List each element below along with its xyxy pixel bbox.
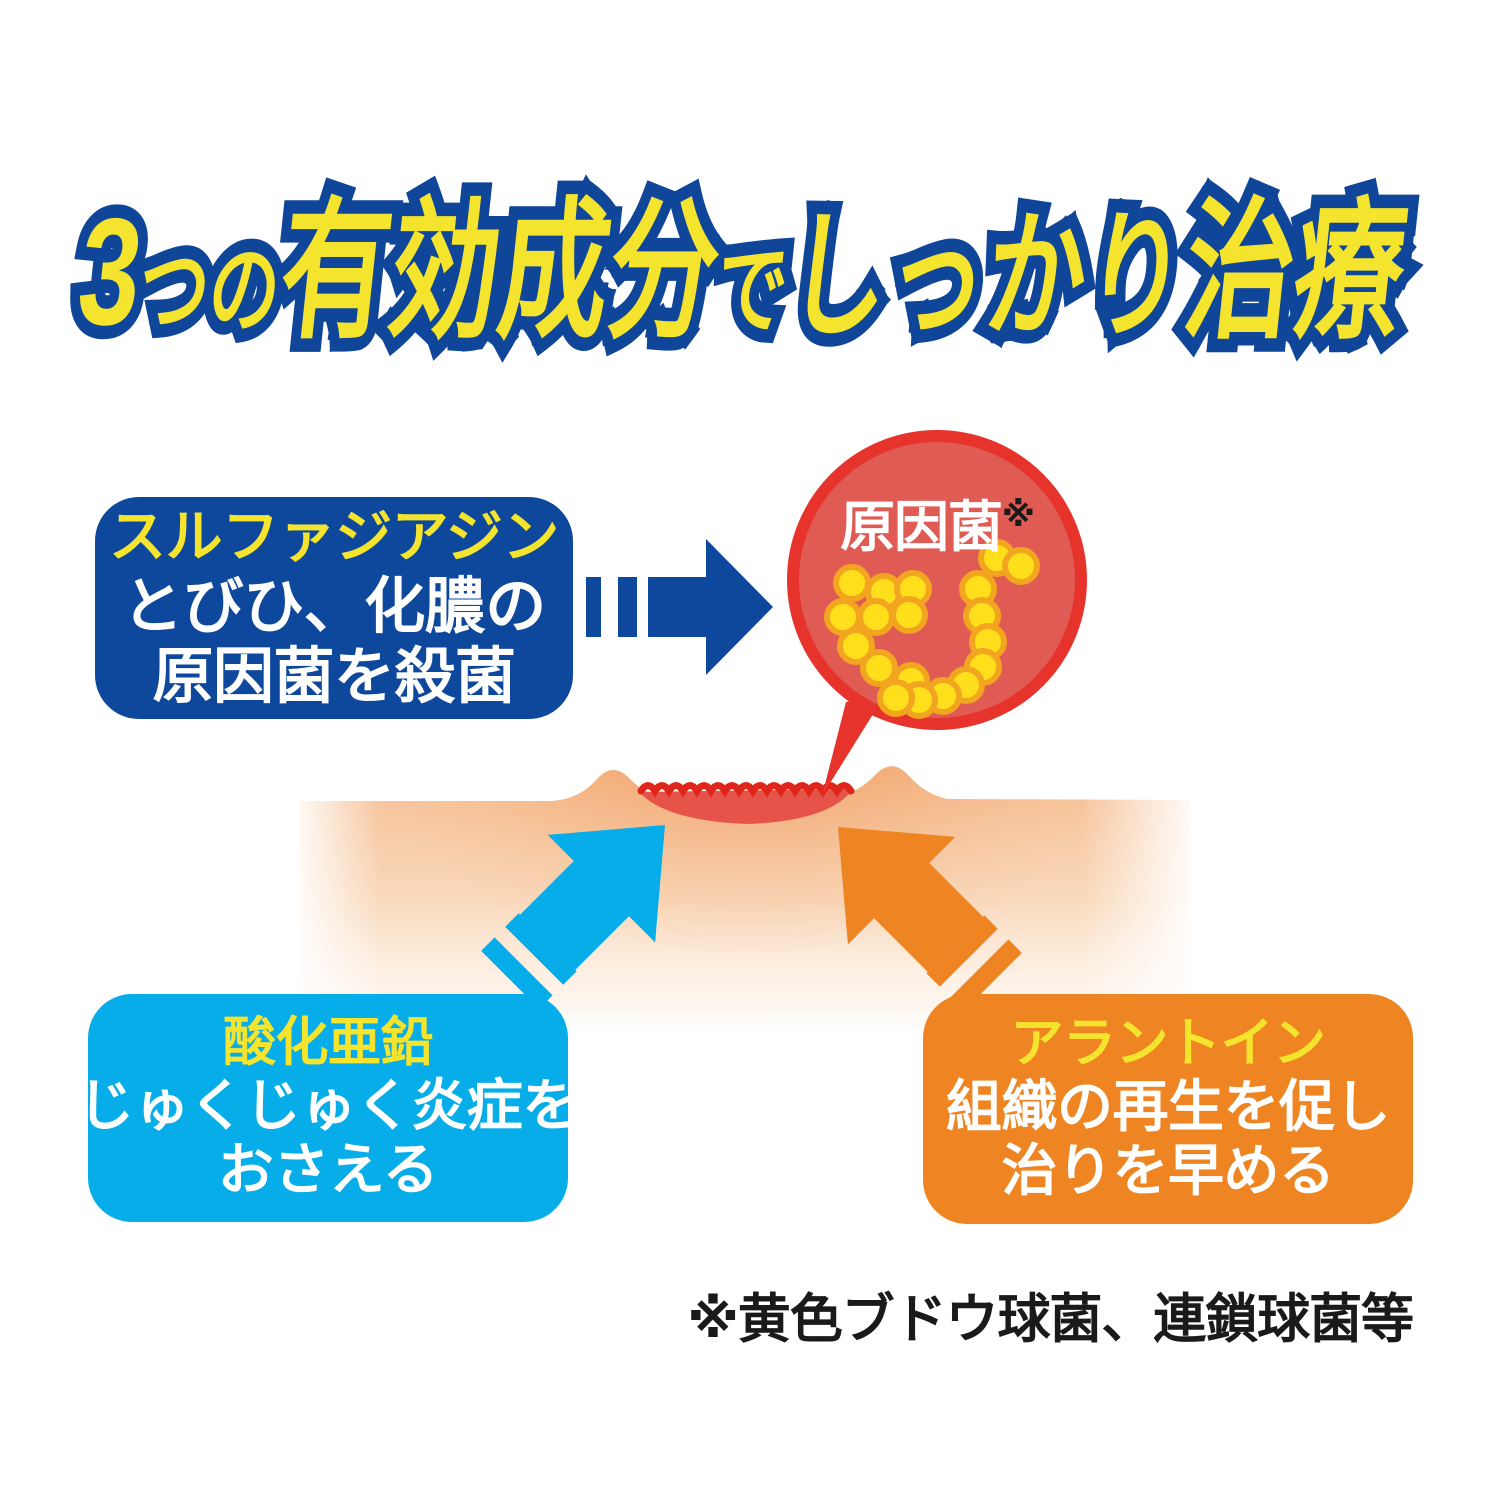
ingredient-desc-line: 治りを早める <box>1001 1139 1335 1203</box>
title-segment: で <box>710 235 793 345</box>
ingredient-card-zinc-oxide: 酸化亜鉛 じゅくじゅく炎症を おさえる <box>78 994 578 1222</box>
page-title: 3つの有効成分でしっかり治療 3つの有効成分でしっかり治療 <box>60 176 1425 369</box>
ingredient-card-sulfadiazine: スルファジアジン とびひ、化膿の 原因菌を殺菌 <box>95 497 573 719</box>
bubble-label-text: 原因菌 <box>840 496 1003 558</box>
arrow-blue-icon <box>586 539 773 675</box>
ingredient-name: 酸化亜鉛 <box>222 1013 434 1073</box>
title-segment: しっかり <box>780 200 1194 354</box>
ingredient-desc-line: 組織の再生を促し <box>945 1075 1391 1139</box>
bubble-tail <box>822 695 885 796</box>
footnote: ※黄色ブドウ球菌、連鎖球菌等 <box>687 1290 1414 1349</box>
title-segment: 有効成分 <box>272 187 728 357</box>
ingredient-desc-line: とびひ、化膿の <box>122 571 546 640</box>
ingredient-name: アラントイン <box>1010 1014 1326 1074</box>
ingredient-desc-line: 原因菌を殺菌 <box>152 641 516 710</box>
arrow-cyan-icon <box>481 825 665 1009</box>
title-segment: つの <box>133 235 286 345</box>
arrow-orange-icon <box>838 827 1022 1011</box>
ingredient-desc-line: じゅくじゅく炎症を <box>78 1074 578 1138</box>
wound-wavy-line <box>637 782 855 798</box>
bubble-ref-mark: ※ <box>1001 496 1035 534</box>
bacteria-chain-icon <box>877 539 1040 719</box>
ingredient-desc-line: おさえる <box>217 1138 439 1202</box>
ingredient-card-allantoin: アラントイン 組織の再生を促し 治りを早める <box>923 994 1413 1224</box>
wound <box>637 782 855 824</box>
bubble-label: 原因菌※ <box>787 482 1087 562</box>
germ-bubble <box>787 430 1087 796</box>
title-segment: 治療 <box>1176 187 1414 357</box>
page-title-fill: 3つの有効成分でしっかり治療 <box>71 187 1413 357</box>
ingredient-name: スルファジアジン <box>109 505 559 570</box>
